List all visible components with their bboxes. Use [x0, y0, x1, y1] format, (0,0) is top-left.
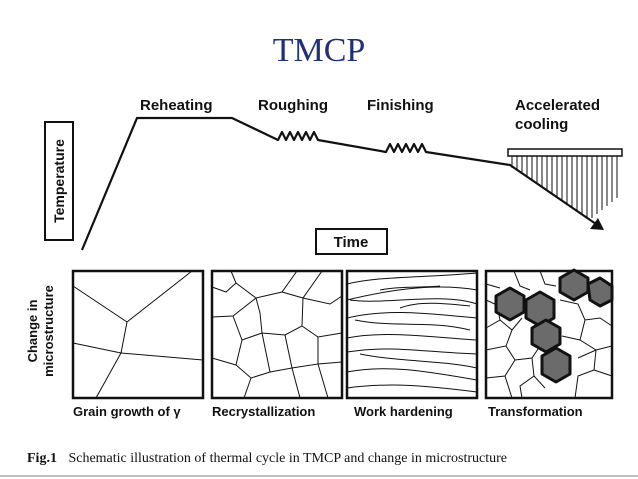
caption-recrystallization: Recrystallization	[212, 404, 315, 419]
panel-work-hardening	[345, 269, 479, 400]
figure-caption: Fig.1 Schematic illustration of thermal …	[27, 451, 507, 466]
stage-label-roughing: Roughing	[258, 97, 328, 114]
panel-recrystallization	[210, 269, 344, 400]
caption-transformation: Transformation	[488, 404, 583, 419]
figure-caption-number: Fig.1	[27, 451, 57, 466]
time-axis-box	[315, 228, 388, 255]
panel-transformation	[484, 268, 614, 400]
stage-label-accelerated: Accelerated	[515, 97, 600, 114]
temperature-axis-box	[44, 121, 74, 241]
thermal-cycle-curve	[80, 116, 597, 251]
caption-work-hardening: Work hardening	[354, 404, 453, 419]
temperature-axis-label: Temperature	[51, 139, 67, 223]
microstructure-side-label-1: Change in	[25, 300, 40, 363]
caption-grain-growth: Grain growth of γ	[73, 404, 181, 419]
cooling-sprayer-jets	[511, 156, 618, 218]
cooling-sprayer-bar	[507, 148, 623, 157]
stage-label-cooling: cooling	[515, 116, 568, 133]
slide-title: TMCP	[273, 32, 366, 69]
stage-label-reheating: Reheating	[140, 97, 213, 114]
curve-arrow-head	[590, 218, 604, 230]
stage-label-finishing: Finishing	[367, 97, 434, 114]
figure-caption-text: Schematic illustration of thermal cycle …	[68, 451, 507, 466]
microstructure-side-label-2: microstructure	[41, 285, 56, 377]
panel-grain-growth	[71, 269, 205, 400]
time-axis-label: Time	[334, 234, 369, 251]
